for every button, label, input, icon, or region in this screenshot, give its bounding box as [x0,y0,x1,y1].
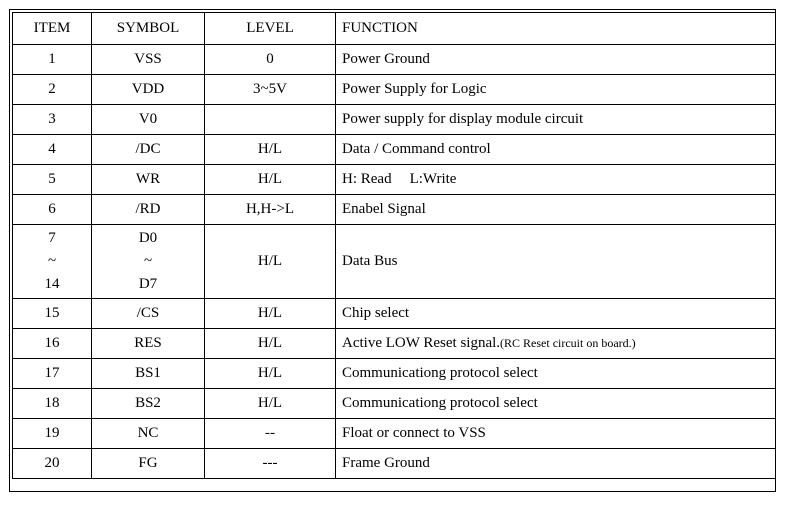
table-row: 1 VSS 0 Power Ground [12,44,776,75]
function-cell: Enabel Signal [335,194,776,225]
function-cell: Frame Ground [335,448,776,479]
item-cell: 15 [12,298,92,329]
level-cell: H/L [204,388,336,419]
level-cell: H/L [204,328,336,359]
symbol-cell: BS2 [91,388,205,419]
function-cell: Communicationg protocol select [335,388,776,419]
function-write-text: L:Write [409,171,457,187]
level-cell: H,H->L [204,194,336,225]
function-cell: Data / Command control [335,134,776,165]
symbol-range-start: D0 [138,230,158,246]
table-frame [9,9,776,492]
symbol-cell: /DC [91,134,205,165]
symbol-range-end: D7 [138,276,158,292]
item-cell: 17 [12,358,92,389]
symbol-cell: V0 [91,104,205,135]
function-cell: Active LOW Reset signal.(RC Reset circui… [335,328,776,359]
table-row: 2 VDD 3~5V Power Supply for Logic [12,74,776,105]
table-row: 19 NC -- Float or connect to VSS [12,418,776,449]
item-range-tilde: ~ [47,253,57,269]
header-function: FUNCTION [335,12,776,45]
table-row: 18 BS2 H/L Communicationg protocol selec… [12,388,776,419]
symbol-range-tilde: ~ [143,253,153,269]
symbol-cell: VDD [91,74,205,105]
symbol-cell: NC [91,418,205,449]
table-row: 7 ~ 14 D0 ~ D7 H/L Data Bus [12,224,776,299]
item-cell: 19 [12,418,92,449]
function-read-text: H: Read [342,171,392,187]
table-row: 15 /CS H/L Chip select [12,298,776,329]
header-level: LEVEL [204,12,336,45]
symbol-cell: WR [91,164,205,195]
symbol-cell: D0 ~ D7 [91,224,205,299]
function-cell: H: Read L:Write [335,164,776,195]
item-cell: 3 [12,104,92,135]
table-row: 3 V0 Power supply for display module cir… [12,104,776,135]
symbol-cell: RES [91,328,205,359]
item-cell: 5 [12,164,92,195]
function-note: (RC Reset circuit on board.) [500,336,636,350]
item-cell: 18 [12,388,92,419]
function-cell: Chip select [335,298,776,329]
header-item: ITEM [12,12,92,45]
table-row: 4 /DC H/L Data / Command control [12,134,776,165]
item-cell: 6 [12,194,92,225]
level-cell: H/L [204,134,336,165]
function-text: Active LOW Reset signal. [342,335,501,351]
item-cell: 16 [12,328,92,359]
level-cell: --- [204,448,336,479]
symbol-cell: FG [91,448,205,479]
table-row: 5 WR H/L H: Read L:Write [12,164,776,195]
level-cell: 3~5V [204,74,336,105]
item-cell: 4 [12,134,92,165]
table-row: 20 FG --- Frame Ground [12,448,776,479]
symbol-cell: /RD [91,194,205,225]
table-row: 16 RES H/L Active LOW Reset signal.(RC R… [12,328,776,359]
level-cell: H/L [204,164,336,195]
header-row: ITEM SYMBOL LEVEL FUNCTION [12,12,776,45]
header-symbol: SYMBOL [91,12,205,45]
item-cell: 2 [12,74,92,105]
symbol-cell: /CS [91,298,205,329]
function-cell: Power Supply for Logic [335,74,776,105]
item-range-end: 14 [44,276,60,292]
item-range-start: 7 [48,230,56,246]
table-row: 6 /RD H,H->L Enabel Signal [12,194,776,225]
level-cell [204,104,336,135]
level-cell: -- [204,418,336,449]
function-cell: Communicationg protocol select [335,358,776,389]
level-cell: H/L [204,298,336,329]
level-cell: H/L [204,224,336,299]
function-cell: Data Bus [335,224,776,299]
symbol-cell: VSS [91,44,205,75]
symbol-cell: BS1 [91,358,205,389]
function-cell: Power supply for display module circuit [335,104,776,135]
item-cell: 20 [12,448,92,479]
level-cell: H/L [204,358,336,389]
item-cell: 1 [12,44,92,75]
pin-function-table: ITEM SYMBOL LEVEL FUNCTION 1 VSS 0 Power… [12,12,776,479]
table-row: 17 BS1 H/L Communicationg protocol selec… [12,358,776,389]
level-cell: 0 [204,44,336,75]
function-cell: Power Ground [335,44,776,75]
item-cell: 7 ~ 14 [12,224,92,299]
function-cell: Float or connect to VSS [335,418,776,449]
